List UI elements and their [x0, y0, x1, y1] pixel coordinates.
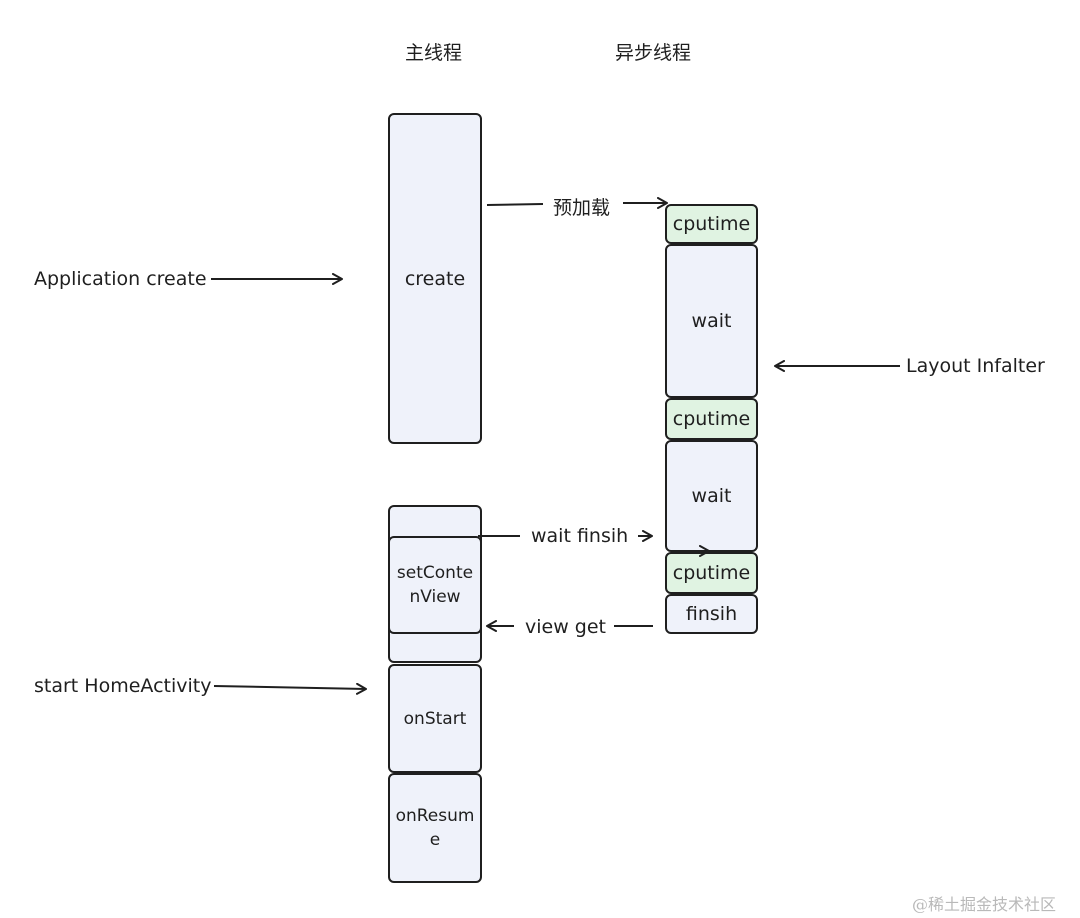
finish-block: finsih	[665, 594, 758, 634]
on-resume-block: onResum e	[388, 773, 482, 883]
cputime-block-2: cputime	[665, 398, 758, 440]
start-home-activity-label: start HomeActivity	[34, 675, 212, 697]
view-get-label: view get	[525, 616, 606, 638]
cputime-block-3: cputime	[665, 552, 758, 594]
preload-arrow-tail	[486, 203, 544, 206]
start-home-activity-arrow	[213, 682, 367, 695]
preload-label: 预加载	[553, 197, 611, 219]
wait-block-2: wait	[665, 440, 758, 552]
layout-inflater-label: Layout Infalter	[906, 355, 1045, 377]
wait-block-1: wait	[665, 244, 758, 398]
create-block: create	[388, 113, 482, 444]
async-thread-header: 异步线程	[615, 42, 692, 64]
on-start-block: onStart	[388, 664, 482, 773]
main-thread-header: 主线程	[405, 42, 463, 64]
wait-finish-label: wait finsih	[531, 525, 629, 547]
cputime-block-1: cputime	[665, 204, 758, 244]
application-create-label: Application create	[34, 268, 207, 290]
set-content-view-block: setConte nView	[388, 536, 482, 634]
watermark: @稀土掘金技术社区	[912, 895, 1057, 914]
